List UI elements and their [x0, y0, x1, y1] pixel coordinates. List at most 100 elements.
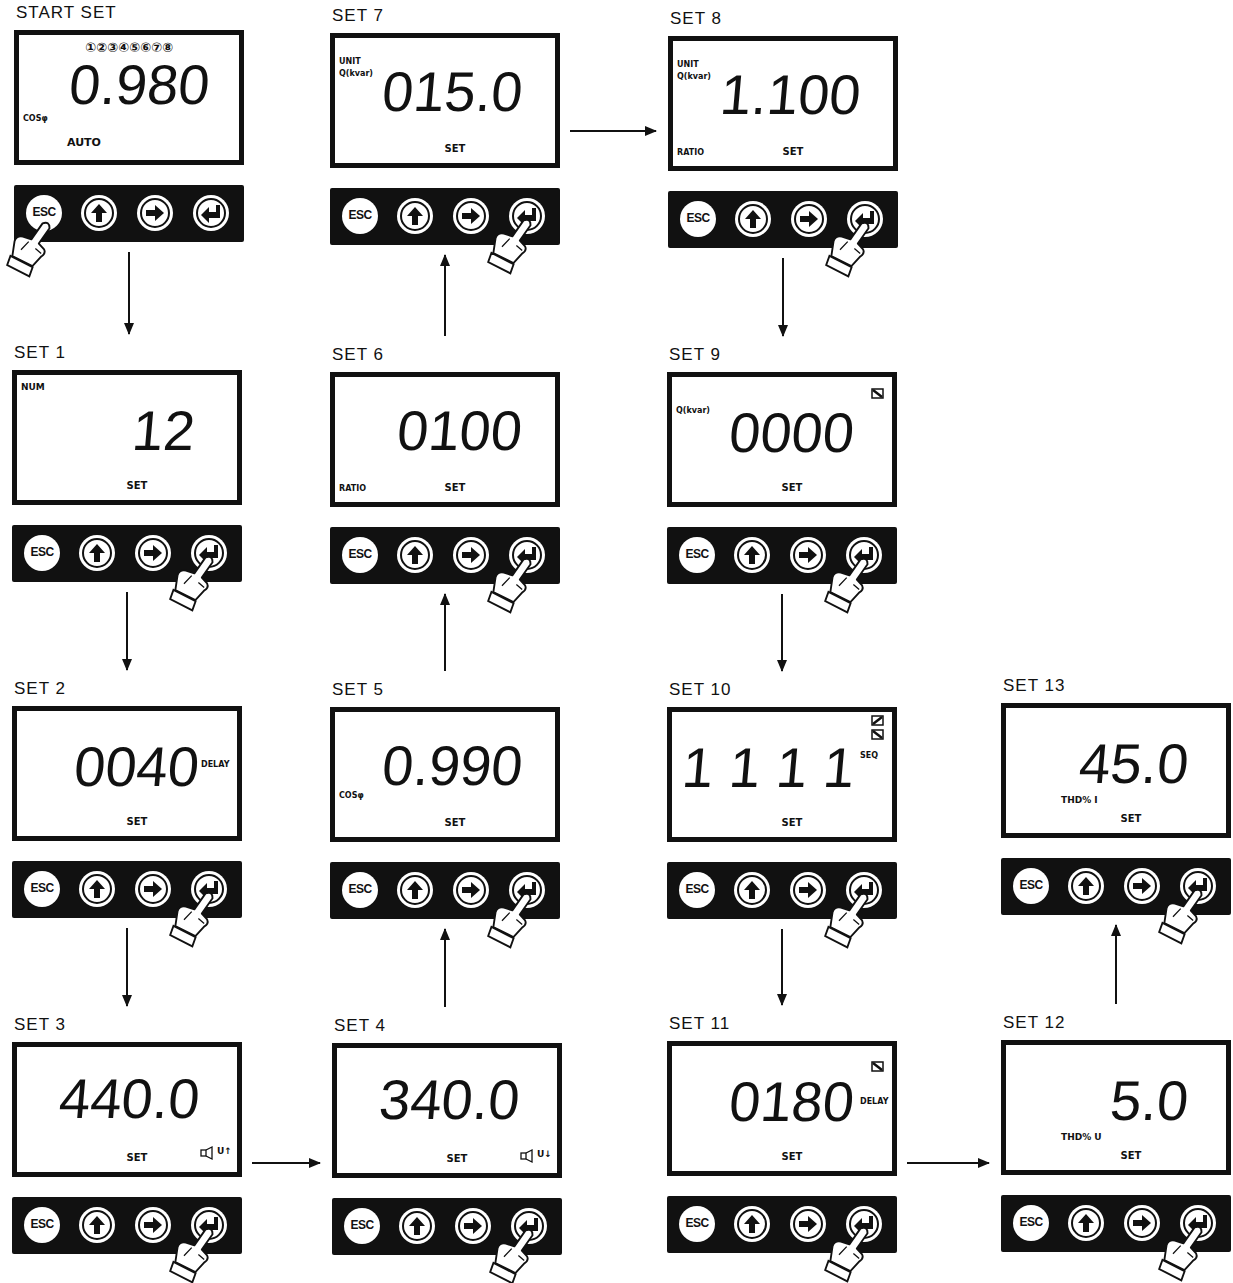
flow-arrow: [126, 592, 128, 670]
key-face: [24, 1207, 60, 1243]
key-face: [734, 1206, 770, 1242]
button-label: ESC: [344, 1219, 380, 1231]
key-ring: [139, 875, 167, 903]
key-button: [734, 537, 770, 573]
key-face: [1068, 868, 1104, 904]
key-button: [790, 537, 826, 573]
key-button: [137, 195, 173, 231]
key-symbol: [89, 544, 105, 562]
lcd-screen: SET 5COSφ0.990SET: [330, 707, 560, 842]
button-label: ESC: [1013, 1216, 1049, 1228]
indicator-label: UNIT: [677, 61, 699, 69]
key-ring: [139, 1211, 167, 1239]
pointing-hand: [819, 884, 879, 950]
button-bar: ESC: [330, 862, 560, 919]
key-ring: [83, 539, 111, 567]
key-ring: [459, 1212, 487, 1240]
indicator-label: SET: [445, 144, 466, 154]
key-button: [679, 872, 715, 908]
key-symbol: [1078, 1214, 1094, 1232]
button-bar: ESC: [1001, 858, 1231, 915]
button-label: ESC: [24, 546, 60, 558]
lcd-screen: SET 3440.0SETU↑: [12, 1042, 242, 1177]
button-label: ESC: [24, 1218, 60, 1230]
key-ring: [457, 541, 485, 569]
key-symbol: [407, 207, 423, 225]
pointing-hand: [484, 1220, 544, 1283]
flow-arrow: [444, 594, 446, 671]
key-face: [193, 195, 229, 231]
hand-cuff: [5, 253, 35, 279]
indicator-label: THD% U: [1061, 1133, 1102, 1142]
display-value: 0100: [395, 403, 524, 459]
lcd-screen: SET 20040DELAYSET: [12, 706, 242, 841]
hand-crease: [502, 912, 524, 932]
display-value: 0000: [727, 405, 856, 461]
key-button: [135, 535, 171, 571]
lcd-screen: SET 101111SEQSET: [667, 707, 897, 842]
lcd-screen: SET 1NUM12SET: [12, 370, 242, 505]
key-button: [79, 871, 115, 907]
key-symbol: [1133, 878, 1151, 894]
button-bar: ESC: [1001, 1195, 1231, 1252]
key-button: [679, 537, 715, 573]
hand-crease: [21, 241, 43, 261]
key-button: [24, 871, 60, 907]
indicator-label: SET: [1121, 1151, 1142, 1161]
flow-arrow: [126, 928, 128, 1006]
indicator-label: SET: [782, 483, 803, 493]
icon-part: [873, 731, 882, 738]
hand-crease: [1173, 908, 1195, 928]
key-button: [344, 1208, 380, 1244]
button-label: ESC: [342, 548, 378, 560]
key-face: [734, 537, 770, 573]
hand-cuff: [486, 250, 516, 276]
key-button: [79, 1207, 115, 1243]
key-button: [453, 872, 489, 908]
key-ring: [1128, 1209, 1156, 1237]
indicator-label: RATIO: [339, 485, 366, 493]
step-title: SET 3: [14, 1016, 66, 1033]
lcd-screen: SET 110180DELAYSET: [667, 1041, 897, 1176]
key-ring: [794, 541, 822, 569]
step-title: SET 7: [332, 7, 384, 24]
hand-cuff: [486, 589, 516, 615]
icon-part: [201, 1150, 206, 1156]
hand-cuff: [168, 923, 198, 949]
key-face: [79, 535, 115, 571]
flow-arrow: [781, 929, 783, 1005]
key-symbol: [744, 546, 760, 564]
hand-cuff: [486, 924, 516, 950]
pointing-hand: [482, 549, 542, 615]
key-face: [81, 195, 117, 231]
lcd-screen: SET 7UNITQ(kvar)015.0SET: [330, 33, 560, 168]
indicator-label: THD% I: [1061, 796, 1098, 805]
key-symbol: [144, 881, 162, 897]
step-title: SET 11: [669, 1015, 730, 1032]
key-button: [1068, 1205, 1104, 1241]
key-face: [135, 871, 171, 907]
key-symbol: [91, 204, 107, 222]
buzzer-icon: [521, 1150, 532, 1162]
pointing-hand: [1153, 880, 1213, 946]
indicator-label: UNIT: [339, 58, 361, 66]
key-ring: [457, 876, 485, 904]
button-bar: ESC: [330, 527, 560, 584]
button-label: ESC: [24, 882, 60, 894]
capacitor-icon: [872, 716, 883, 725]
hand-cuff: [824, 253, 854, 279]
key-face: [679, 537, 715, 573]
key-ring: [401, 876, 429, 904]
hand-crease: [839, 1246, 861, 1266]
lcd-screen: SET 60100RATIOSET: [330, 372, 560, 507]
icon-part: [872, 730, 883, 739]
key-ring: [139, 539, 167, 567]
key-symbol: [462, 882, 480, 898]
step-title: SET 10: [669, 681, 731, 698]
key-face: [679, 872, 715, 908]
key-symbol: [89, 1216, 105, 1234]
hand-cuff: [168, 587, 198, 613]
display-value: 015.0: [380, 64, 525, 120]
pointing-hand: [819, 1218, 879, 1283]
hand-cuff: [488, 1260, 518, 1283]
